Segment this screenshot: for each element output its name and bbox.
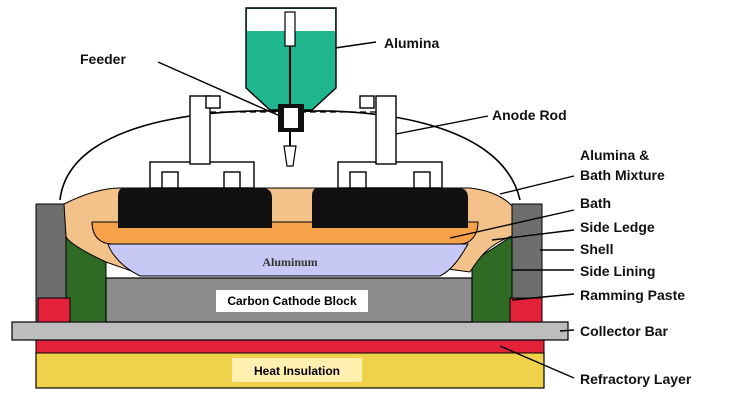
carbon-cathode-block-label: Carbon Cathode Block bbox=[227, 294, 357, 308]
alumina-label: Alumina bbox=[384, 35, 439, 51]
feeder-leader bbox=[157, 61, 281, 117]
carbon-cathode-label-box bbox=[216, 290, 368, 312]
refractory-layer-label: Refractory Layer bbox=[580, 371, 692, 387]
anode-rod-left bbox=[149, 95, 255, 189]
collector-bar bbox=[11, 321, 569, 341]
refractory-layer bbox=[35, 338, 545, 354]
side-ledge-label: Side Ledge bbox=[580, 219, 655, 235]
heat-insulation-label-box bbox=[232, 358, 362, 382]
anode-block-right bbox=[312, 188, 468, 228]
aluminum-label: Aluminum bbox=[262, 255, 317, 269]
alumina-leader bbox=[334, 41, 377, 49]
aluminum-pad bbox=[107, 243, 469, 277]
anode-rod-label: Anode Rod bbox=[492, 107, 567, 123]
feeder-label: Feeder bbox=[80, 51, 126, 67]
ramming-paste-label: Ramming Paste bbox=[580, 287, 685, 303]
shell-label: Shell bbox=[580, 241, 613, 257]
collector-bar-label: Collector Bar bbox=[580, 323, 668, 339]
bath-label: Bath bbox=[580, 195, 611, 211]
ramming-paste-block-right bbox=[509, 297, 543, 323]
heat-insulation-label: Heat Insulation bbox=[254, 364, 340, 378]
alumina-bath-mixture-label-line2: Bath Mixture bbox=[580, 167, 665, 183]
ramming-paste-leader bbox=[511, 293, 575, 301]
anode-block-left bbox=[118, 188, 272, 228]
alumina-bath-mixture-label-line1: Alumina & bbox=[580, 147, 649, 163]
ramming-paste-block-left bbox=[37, 297, 71, 323]
refractory-layer-leader bbox=[499, 345, 575, 379]
side-ledge-leader bbox=[491, 229, 575, 241]
alumina-bath-mixture-leader bbox=[499, 175, 575, 195]
bath-leader bbox=[449, 209, 575, 239]
anode-rod-leader bbox=[395, 115, 489, 135]
collector-bar-leader bbox=[559, 329, 575, 332]
feeder bbox=[278, 11, 304, 167]
anode-rod-right bbox=[337, 95, 443, 189]
side-lining-label: Side Lining bbox=[580, 263, 655, 279]
